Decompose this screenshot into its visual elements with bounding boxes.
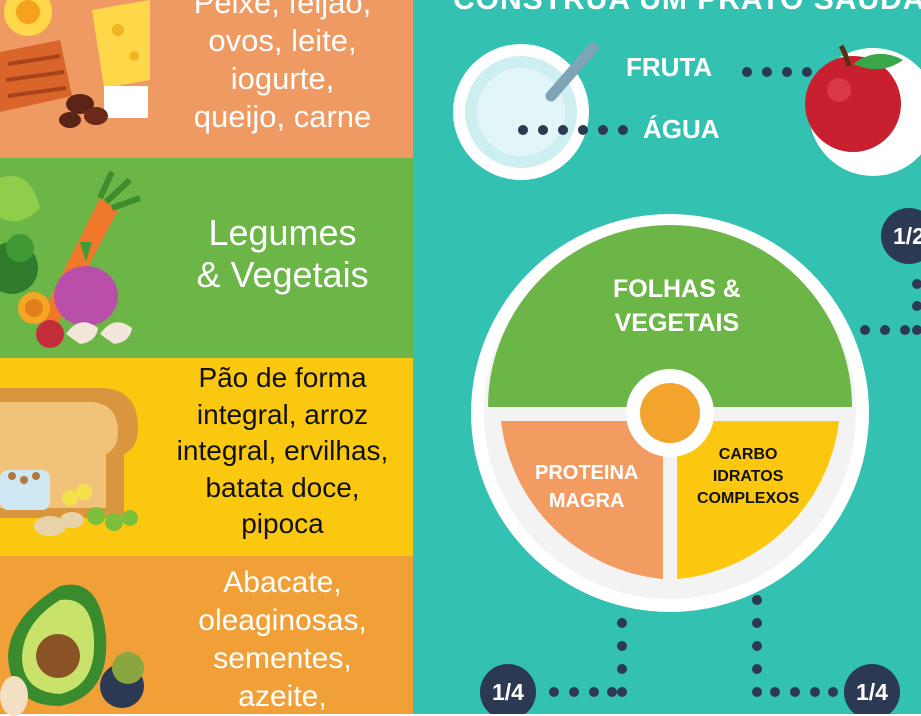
greens-section [488, 225, 852, 407]
fats-line-2: oleaginosas, [198, 604, 367, 637]
proteins-line-1: Peixe, feijão, [193, 0, 372, 20]
carbs-label-line-2: IDRATOS [712, 468, 784, 485]
proteins-line-2: ovos, leite, [208, 23, 357, 58]
proteins-text: Peixe, feijão, ovos, leite, iogurte, que… [150, 0, 415, 136]
fats-line-1: Abacate, [223, 566, 342, 599]
vegetables-food-illustration [0, 170, 142, 348]
greens-portion-badge: 1/2 [881, 208, 921, 264]
carbs-label-line-1: CARBO [718, 446, 778, 463]
fats-text: Abacate, oleaginosas, sementes, azeite, [150, 564, 415, 716]
greens-label-line-2: VEGETAIS [614, 309, 740, 337]
carbs-row: Pão de forma integral, arroz integral, e… [0, 358, 413, 556]
carbs-label: CARBO IDRATOS COMPLEXOS [697, 444, 799, 510]
protein-section [501, 421, 663, 579]
vegetables-line-2: & Vegetais [196, 254, 369, 295]
protein-portion-badge: 1/4 [480, 664, 536, 714]
proteins-row: Peixe, feijão, ovos, leite, iogurte, que… [0, 0, 413, 158]
fats-row: Abacate, oleaginosas, sementes, azeite, [0, 556, 415, 716]
greens-label-line-1: FOLHAS & [613, 275, 741, 303]
plate-center [640, 383, 700, 443]
proteins-food-illustration [0, 0, 150, 128]
carbs-text: Pão de forma integral, arroz integral, e… [150, 360, 415, 543]
fats-food-illustration [0, 584, 144, 716]
greens-label: FOLHAS & VEGETAIS [613, 272, 741, 340]
plate-panel: CONSTRUA UM PRATO SAUDÁVEL FRUTA ÁGUA [413, 0, 921, 714]
carbs-section [677, 421, 839, 579]
protein-label-line-2: MAGRA [548, 490, 625, 512]
panel-title: CONSTRUA UM PRATO SAUDÁVEL [453, 0, 921, 17]
plate-diagram [471, 214, 869, 612]
protein-label-line-1: PROTEINA [535, 462, 639, 484]
carbs-line-5: pipoca [241, 508, 324, 539]
proteins-line-3: iogurte, [230, 61, 335, 96]
vegetables-row: Legumes & Vegetais [0, 158, 413, 358]
vegetables-text: Legumes & Vegetais [150, 212, 415, 296]
vegetables-line-1: Legumes [208, 212, 357, 253]
carbs-portion-badge: 1/4 [844, 664, 900, 714]
apple-icon [805, 44, 921, 176]
carbs-food-illustration [0, 388, 138, 536]
water-dot [518, 125, 528, 135]
fruit-dot [742, 67, 752, 77]
fruit-label: FRUTA [626, 52, 713, 82]
protein-label: PROTEINA MAGRA [535, 459, 638, 515]
carbs-line-2: integral, arroz [196, 398, 369, 430]
carbs-line-4: batata doce, [205, 471, 360, 503]
fats-line-4: azeite, [238, 680, 327, 713]
water-label: ÁGUA [643, 114, 720, 144]
carbs-line-3: integral, ervilhas, [176, 435, 389, 466]
carbs-line-1: Pão de forma [198, 362, 367, 393]
proteins-line-4: queijo, carne [193, 99, 372, 134]
carbs-label-line-3: COMPLEXOS [697, 490, 800, 507]
fats-line-3: sementes, [213, 642, 352, 675]
